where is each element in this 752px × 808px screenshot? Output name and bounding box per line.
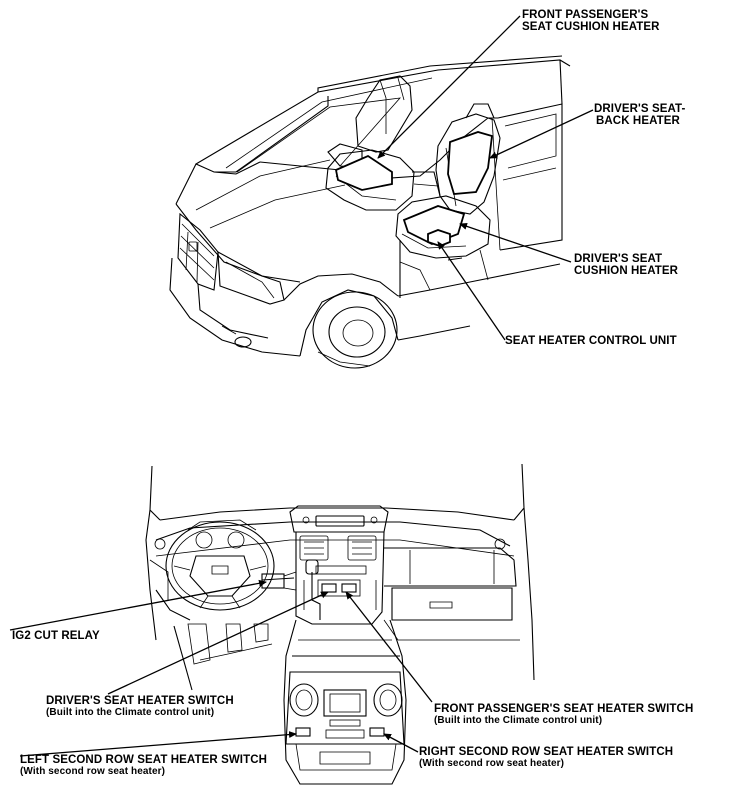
seat-heater-control-unit-label: SEAT HEATER CONTROL UNIT [505,335,677,347]
driver-seatback-heater-pad [447,131,493,195]
vehicle-illustration [169,55,571,369]
front-passenger-seat-heater-switch-note: (Built into the Climate control unit) [434,715,603,726]
driver-cushion-heater-line-1: DRIVER'S SEAT [574,253,663,265]
front-passenger-seat-heater-switch-title: FRONT PASSENGER'S SEAT HEATER SWITCH [434,703,694,715]
front-passenger-cushion-heater-line-2: SEAT CUSHION HEATER [522,21,660,33]
ig2-cut-relay-label: IG2 CUT RELAY [12,630,100,642]
front-passenger-cushion-heater-line-1: FRONT PASSENGER'S [522,9,649,21]
front-passenger-seat-heater-switch-label: FRONT PASSENGER'S SEAT HEATER SWITCH (Bu… [434,703,693,726]
driver-seat-heater-switch-title: DRIVER'S SEAT HEATER SWITCH [46,695,234,707]
driver-seat-heater-switch-note: (Built into the Climate control unit) [46,707,215,718]
left-second-row-heater-switch-note: (With second row seat heater) [20,766,166,777]
right-second-row-heater-switch-title: RIGHT SECOND ROW SEAT HEATER SWITCH [419,746,674,758]
dashboard-illustration [145,463,535,785]
front-passenger-cushion-heater-label: FRONT PASSENGER'S SEAT CUSHION HEATER [522,9,660,33]
driver-seatback-heater-line-2: BACK HEATER [596,115,680,127]
driver-seatback-heater-label: DRIVER'S SEAT- BACK HEATER [594,103,685,127]
top-leader-lines [377,15,594,341]
driver-seatback-heater-line-1: DRIVER'S SEAT- [594,103,686,115]
right-second-row-heater-switch-note: (With second row seat heater) [419,758,565,769]
front-passenger-cushion-heater-pad [334,154,393,191]
left-second-row-heater-switch-title: LEFT SECOND ROW SEAT HEATER SWITCH [20,754,268,766]
right-second-row-heater-switch-label: RIGHT SECOND ROW SEAT HEATER SWITCH (Wit… [419,746,673,769]
driver-seat-heater-switch-label: DRIVER'S SEAT HEATER SWITCH (Built into … [46,695,234,718]
driver-cushion-heater-label: DRIVER'S SEAT CUSHION HEATER [574,253,678,277]
driver-cushion-heater-line-2: CUSHION HEATER [574,265,679,277]
left-second-row-heater-switch-label: LEFT SECOND ROW SEAT HEATER SWITCH (With… [20,754,267,777]
bottom-leader-lines [9,579,433,757]
